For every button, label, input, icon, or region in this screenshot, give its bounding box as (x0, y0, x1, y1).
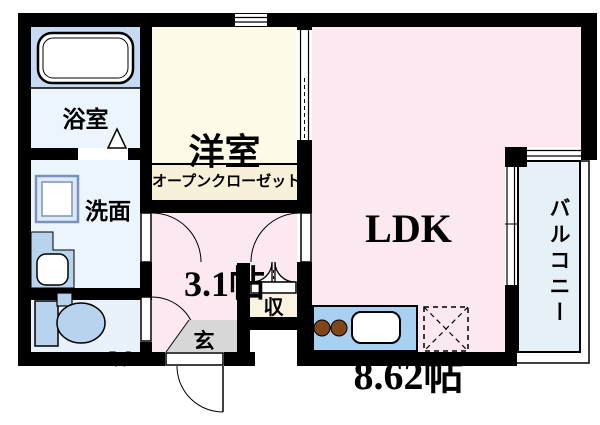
wall-bath-washroom-a (31, 148, 78, 160)
open-closet-label: オープンクローゼット (152, 174, 302, 190)
ldk-area: 8.62帖 (353, 353, 464, 398)
wall-bottom-left (18, 352, 165, 366)
washroom-label: 洗面 (85, 199, 131, 224)
wall-leftcol-c (140, 342, 152, 366)
ldk-name: LDK (365, 206, 452, 251)
bath-label: 浴室 (62, 107, 109, 132)
bath-wet-zone (31, 27, 140, 88)
wall-western-ldk-c (297, 262, 312, 366)
wc-label: W C (103, 296, 137, 425)
wc-label-line1: W (109, 346, 131, 371)
wall-storage-left (237, 263, 250, 366)
wc-label-line2: C (103, 421, 137, 425)
wall-western-ldk-b (297, 140, 312, 213)
wall-leftcol-a (140, 13, 152, 213)
entrance-label: 玄 (193, 329, 215, 353)
ldk-label: LDK 8.62帖 (312, 106, 505, 425)
western-room-name: 洋室 (188, 132, 261, 172)
ldk-floor-top (312, 27, 581, 150)
open-closet-floor (152, 163, 297, 200)
storage-floor (250, 292, 297, 317)
western-room-floor (152, 27, 297, 163)
storage-label: 収 (263, 297, 284, 319)
wall-western-ldk-a (297, 13, 312, 30)
wall-balcony-corner (505, 147, 527, 167)
western-room-label: 洋室 3.1帖 (152, 42, 297, 394)
wall-right-top (581, 13, 597, 160)
western-room-area: 3.1帖 (183, 264, 265, 304)
sliding-door-western-ldk-icon (297, 30, 312, 140)
wall-bath-washroom-b (128, 148, 152, 160)
wall-storage-bottom (237, 317, 312, 330)
entrance-porch (250, 330, 297, 352)
balcony-sliding-window-icon (505, 167, 517, 285)
balcony-label: バルコニー (547, 197, 571, 327)
wall-closet-bottom (140, 200, 312, 213)
wall-balcony-left-lower (505, 285, 517, 353)
wall-left (18, 13, 31, 366)
wall-bottom-ldk (297, 352, 517, 366)
